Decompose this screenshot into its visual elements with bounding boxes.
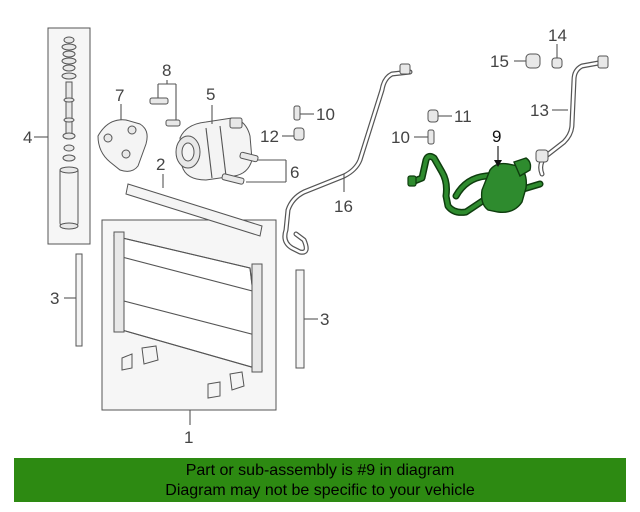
drier-assembly: [47, 27, 91, 245]
callout-16: 16: [334, 197, 353, 216]
callout-7: 7: [115, 86, 124, 105]
callout-1: 1: [184, 428, 193, 447]
callout-3-left: 3: [50, 289, 59, 308]
callout-11: 11: [454, 107, 472, 126]
callout-10-upper: 10: [316, 105, 335, 124]
valve-core-upper: [293, 105, 301, 121]
banner-line-2: Diagram may not be specific to your vehi…: [165, 482, 475, 499]
callout-2: 2: [156, 155, 165, 174]
left-seal: [75, 253, 83, 347]
bolts-6: [221, 151, 259, 185]
callout-10-lower: 10: [391, 128, 410, 147]
callout-4: 4: [23, 128, 32, 147]
banner-line-1: Part or sub-assembly is #9 in diagram: [185, 462, 455, 479]
valve-parts-11-10: [427, 109, 439, 145]
right-seal: [295, 269, 305, 369]
condenser-assembly: [101, 219, 277, 411]
compressor: [175, 117, 253, 181]
callout-15: 15: [490, 52, 509, 71]
callout-14: 14: [548, 26, 567, 45]
callout-9: 9: [492, 127, 501, 146]
line-13: [535, 55, 609, 177]
hose-assembly-9[interactable]: [407, 152, 544, 216]
callout-13: 13: [530, 101, 549, 120]
upper-bracket: [125, 183, 263, 237]
bolts-8: [149, 97, 181, 127]
callout-5: 5: [206, 85, 215, 104]
callout-6: 6: [290, 163, 299, 182]
compressor-bracket: [97, 119, 148, 172]
callout-12: 12: [260, 127, 279, 146]
info-banner: Part or sub-assembly is #9 in diagram Di…: [14, 458, 626, 502]
cap-12: [293, 127, 305, 141]
line-16: [282, 63, 413, 255]
callout-3-right: 3: [320, 310, 329, 329]
callout-8: 8: [162, 61, 171, 80]
